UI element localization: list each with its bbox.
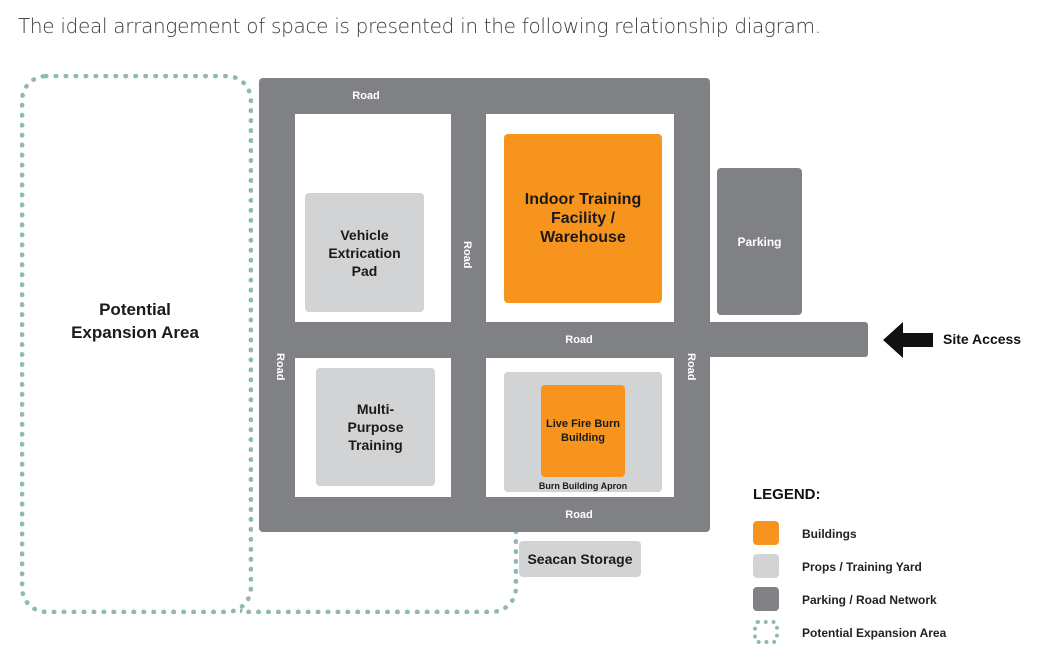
seacan-storage: Seacan Storage: [519, 541, 641, 577]
vehicle-extrication-label: Vehicle Extrication Pad: [328, 226, 401, 279]
seacan-label: Seacan Storage: [527, 551, 633, 567]
legend-swatch-props: [753, 554, 779, 578]
live-fire-label: Live Fire Burn Building: [546, 418, 620, 444]
page-caption: The ideal arrangement of space is presen…: [18, 14, 821, 38]
arrow-left-icon: [883, 322, 933, 358]
live-fire-burn-building: Live Fire Burn Building: [541, 385, 625, 477]
burn-apron-label: Burn Building Apron: [538, 481, 628, 491]
vehicle-extrication-pad: Vehicle Extrication Pad: [305, 193, 424, 312]
expansion-mask: [225, 540, 265, 606]
road-label-middle-vertical: Road: [461, 241, 473, 269]
legend-label-props: Props / Training Yard: [802, 560, 922, 574]
parking-label: Parking: [737, 234, 782, 249]
access-road: [700, 322, 868, 357]
legend-swatch-expansion: [753, 620, 779, 644]
multi-purpose-training: Multi-Purpose Training: [316, 368, 435, 486]
legend-swatch-buildings: [753, 521, 779, 545]
expansion-area-outline-extension: [240, 530, 518, 614]
legend-label-roads: Parking / Road Network: [802, 593, 937, 607]
road-label-right-vertical: Road: [685, 353, 697, 381]
road-label-left-vertical: Road: [274, 353, 286, 381]
road-label-bottom: Road: [565, 509, 593, 521]
expansion-area-label: Potential Expansion Area: [71, 300, 199, 342]
road-label-top: Road: [352, 90, 380, 102]
legend-label-expansion: Potential Expansion Area: [802, 626, 947, 640]
legend-title: LEGEND:: [753, 486, 821, 503]
indoor-training-label: Indoor Training Facility / Warehouse: [524, 191, 642, 246]
indoor-training-facility: Indoor Training Facility / Warehouse: [504, 134, 662, 303]
legend-label-buildings: Buildings: [802, 527, 857, 541]
multi-purpose-label: Multi-Purpose Training: [347, 401, 404, 453]
site-access-label: Site Access: [943, 331, 1022, 347]
expansion-area-outline: [20, 74, 253, 614]
road-label-middle-horizontal: Road: [565, 334, 593, 346]
legend-swatch-roads: [753, 587, 779, 611]
parking-lot: Parking: [717, 168, 802, 315]
